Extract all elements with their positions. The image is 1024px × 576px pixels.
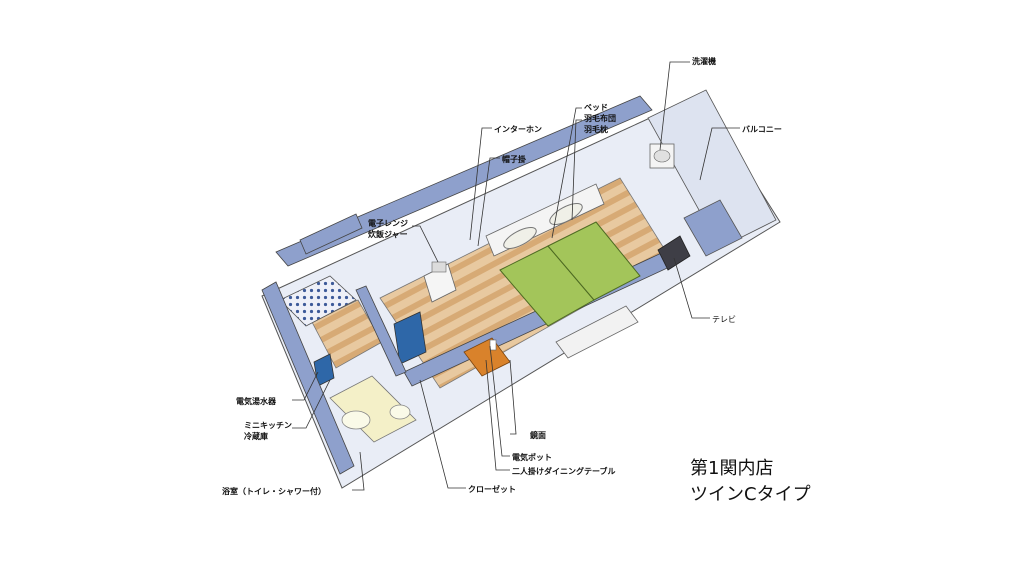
tv: [657, 235, 691, 271]
label-closet: クローゼット: [468, 485, 516, 494]
wall-back: [275, 95, 653, 267]
label-tv: テレビ: [712, 315, 736, 324]
closet-panel: [393, 311, 427, 365]
label-bed: ベッド 羽毛布団 羽毛枕: [584, 103, 616, 134]
label-water-heater: 電気湯水器: [236, 397, 276, 406]
pillow-right: [549, 203, 583, 225]
entrance-tiles: [279, 275, 357, 327]
bed-right: [547, 221, 641, 301]
balcony-floor: [647, 89, 777, 249]
label-hat-hook: 帽子掛: [502, 155, 526, 164]
label-mirror: 鏡面: [530, 431, 546, 440]
balcony-blue-panel: [683, 199, 743, 257]
label-mini-kitchen: ミニキッチン 冷蔵庫: [244, 421, 292, 441]
label-bathroom: 浴室（トイレ・シャワー付）: [222, 487, 326, 496]
bench: [555, 305, 639, 359]
label-balcony: バルコニー: [742, 125, 782, 134]
wall-entry: [299, 213, 363, 255]
label-washing-machine: 洗濯機: [692, 57, 716, 66]
label-dining-table: 二人掛けダイニングテーブル: [512, 467, 616, 476]
pillow-left: [503, 227, 537, 249]
plan-title-line2: ツインCタイプ: [690, 484, 811, 505]
leader-lines: [292, 61, 740, 491]
plan-title-line1: 第1関内店: [690, 458, 774, 479]
label-intercom: インターホン: [494, 125, 542, 134]
wall-partition: [355, 285, 407, 377]
label-microwave: 電子レンジ 炊飯ジャー: [368, 219, 408, 239]
label-kettle: 電気ポット: [512, 453, 552, 462]
plan-title: 第1関内店 ツインCタイプ: [690, 456, 811, 508]
